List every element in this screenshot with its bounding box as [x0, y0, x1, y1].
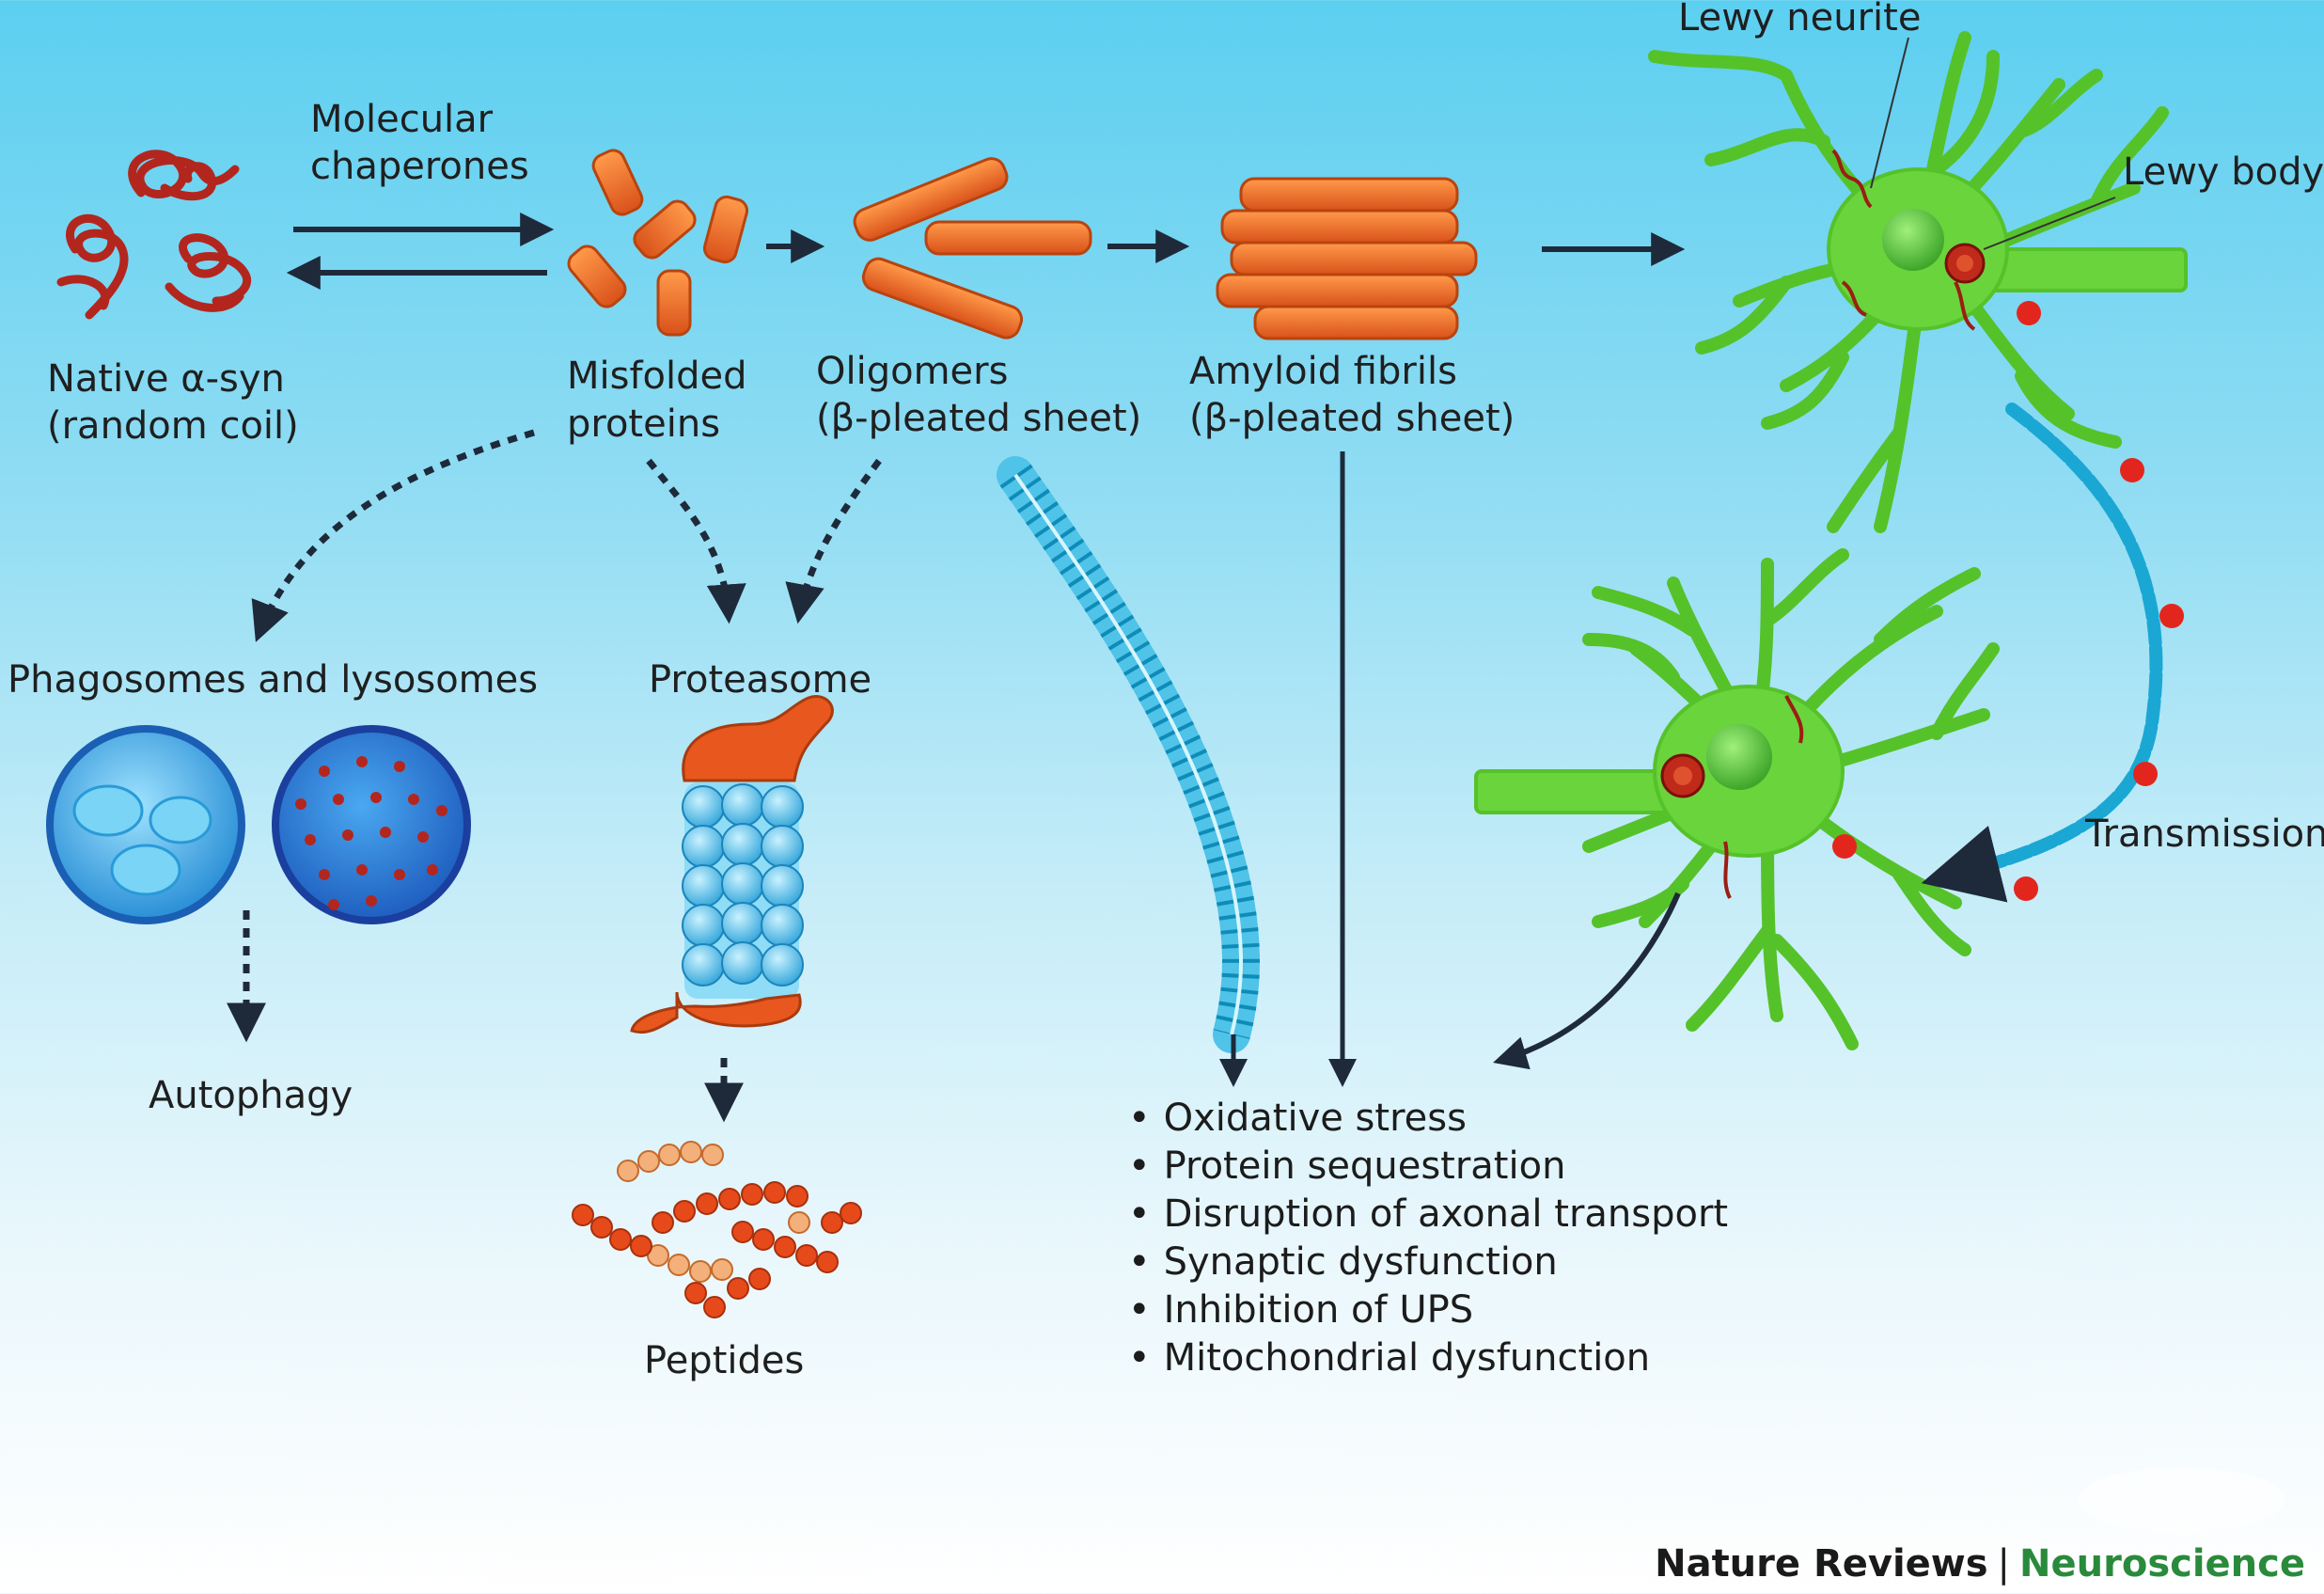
effect-item: Protein sequestration: [1128, 1143, 1728, 1191]
neuron-bottom-nucleus: [1706, 724, 1772, 790]
oligomer-membrane-helix: [997, 456, 1260, 1053]
oligomer-rods: [853, 157, 1092, 339]
released-alpha-syn-dots: [1832, 301, 2184, 901]
peptide-beads: [572, 1141, 862, 1318]
toxic-effects-list: Oxidative stress Protein sequestration D…: [1128, 1095, 1729, 1382]
phagosomes-label: Phagosomes and lysosomes: [8, 658, 539, 702]
autophagy-label: Autophagy: [149, 1074, 353, 1117]
lewy-neurite-marks-bottom: [1723, 695, 1804, 899]
proteasome-label: Proteasome: [649, 658, 872, 702]
misfolded-label-line2: proteins: [567, 402, 721, 446]
degradation-pathway-arrows: [227, 429, 882, 1123]
effect-item: Synaptic dysfunction: [1128, 1239, 1728, 1286]
lewy-neurite-pointer: [1870, 37, 1909, 189]
neuron-top-nucleus: [1882, 209, 1944, 271]
lysosome: [272, 725, 471, 924]
chaperones-label-line2: chaperones: [310, 145, 529, 188]
fibrils-label-line1: Amyloid fibrils: [1189, 350, 1457, 393]
background-smudge: [2078, 1467, 2285, 1533]
oligomers-label-line2: (β-pleated sheet): [816, 397, 1142, 440]
misfolded-label-line1: Misfolded: [567, 355, 747, 398]
lewy-body-label: Lewy body: [2123, 150, 2324, 194]
lewy-body-top: [1944, 243, 1986, 284]
brand-section: Neuroscience: [2019, 1542, 2305, 1586]
native-label-line2: (random coil): [47, 404, 299, 448]
journal-brand: Nature Reviews|Neuroscience: [1655, 1542, 2305, 1586]
amyloid-fibril-bundle: [1216, 177, 1478, 340]
lewy-neurite-label: Lewy neurite: [1678, 0, 1922, 39]
fibrils-label-line2: (β-pleated sheet): [1189, 397, 1515, 440]
brand-journal: Nature Reviews: [1655, 1542, 1988, 1586]
phagosome: [46, 725, 245, 924]
proteasome: [630, 695, 834, 1034]
brand-separator: |: [1997, 1542, 2011, 1586]
effect-item: Disruption of axonal transport: [1128, 1191, 1729, 1239]
native-alpha-syn-coils: [56, 150, 251, 320]
effect-item: Oxidative stress: [1128, 1095, 1728, 1143]
chaperones-label-line1: Molecular: [310, 98, 494, 141]
lewy-body-pointer: [1983, 197, 2116, 250]
effect-item: Mitochondrial dysfunction: [1128, 1334, 1728, 1382]
effect-item: Inhibition of UPS: [1128, 1286, 1728, 1334]
native-label-line1: Native α-syn: [47, 357, 285, 401]
transmission-label: Transmission: [2085, 813, 2324, 856]
lewy-neurite-marks: [1831, 149, 1976, 331]
oligomers-label-line1: Oligomers: [816, 350, 1009, 393]
arrow-neuron-to-effects: [1493, 892, 1681, 1070]
misfolded-protein-cylinders: [567, 149, 749, 337]
peptides-label: Peptides: [644, 1339, 805, 1382]
transmission-axon: [1921, 402, 2163, 903]
lewy-body-bottom: [1660, 753, 1705, 798]
